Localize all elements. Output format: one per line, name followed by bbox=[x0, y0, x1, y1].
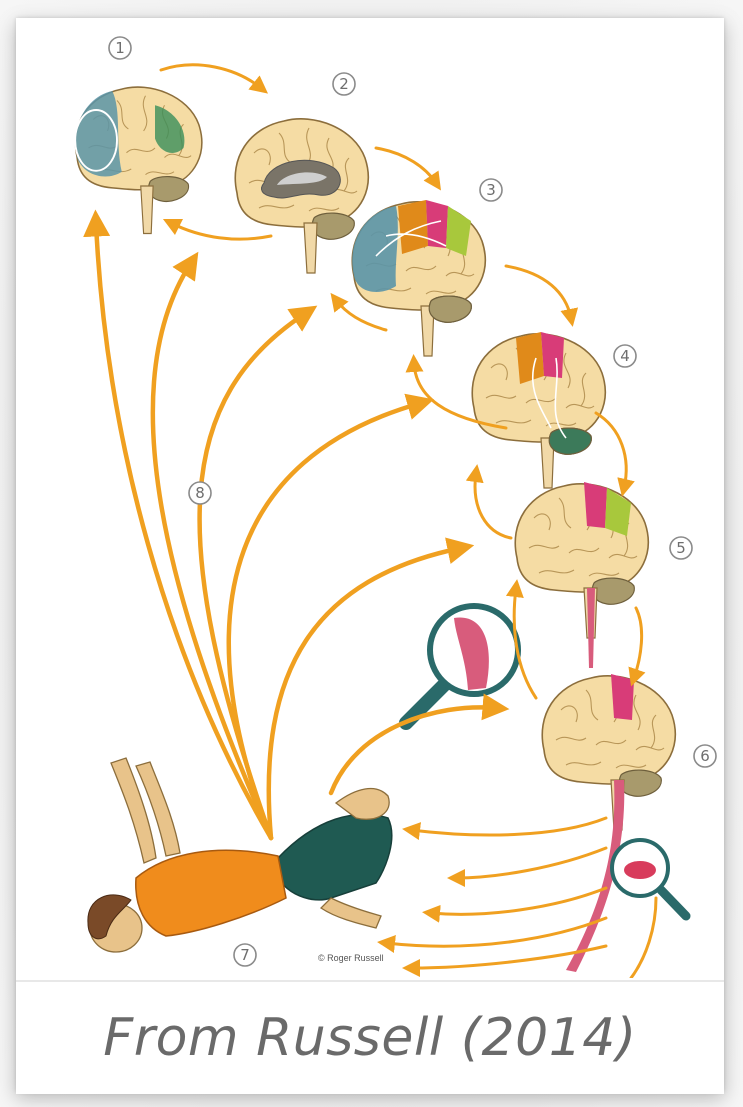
label-6: 6 bbox=[694, 745, 716, 767]
brain-4 bbox=[472, 332, 605, 488]
motor-control-diagram: © Roger Russell 1 2 3 4 5 bbox=[16, 18, 724, 978]
credit-text: © Roger Russell bbox=[318, 953, 384, 963]
brain-2 bbox=[235, 119, 368, 273]
brain-5 bbox=[515, 482, 648, 668]
label-6-text: 6 bbox=[700, 747, 710, 765]
label-4-text: 4 bbox=[620, 347, 630, 365]
brain-1 bbox=[75, 87, 202, 233]
label-2: 2 bbox=[333, 73, 355, 95]
magnifier-icon bbox=[406, 606, 518, 723]
label-4: 4 bbox=[614, 345, 636, 367]
label-8-text: 8 bbox=[195, 484, 205, 502]
label-7-text: 7 bbox=[240, 946, 250, 964]
figure-caption: From Russell (2014) bbox=[103, 1008, 636, 1068]
label-5: 5 bbox=[670, 537, 692, 559]
label-3: 3 bbox=[480, 179, 502, 201]
figure-card: © Roger Russell 1 2 3 4 5 bbox=[16, 18, 724, 1092]
label-3-text: 3 bbox=[486, 181, 496, 199]
magnifier-icon bbox=[612, 840, 686, 916]
label-2-text: 2 bbox=[339, 75, 349, 93]
label-8: 8 bbox=[189, 482, 211, 504]
brain-3 bbox=[352, 200, 485, 356]
caption-bar: From Russell (2014) bbox=[16, 980, 724, 1094]
person-icon: © Roger Russell bbox=[88, 758, 392, 963]
brain-6 bbox=[542, 674, 675, 972]
label-1-text: 1 bbox=[115, 39, 125, 57]
label-1: 1 bbox=[109, 37, 131, 59]
label-7: 7 bbox=[234, 944, 256, 966]
label-5-text: 5 bbox=[676, 539, 686, 557]
